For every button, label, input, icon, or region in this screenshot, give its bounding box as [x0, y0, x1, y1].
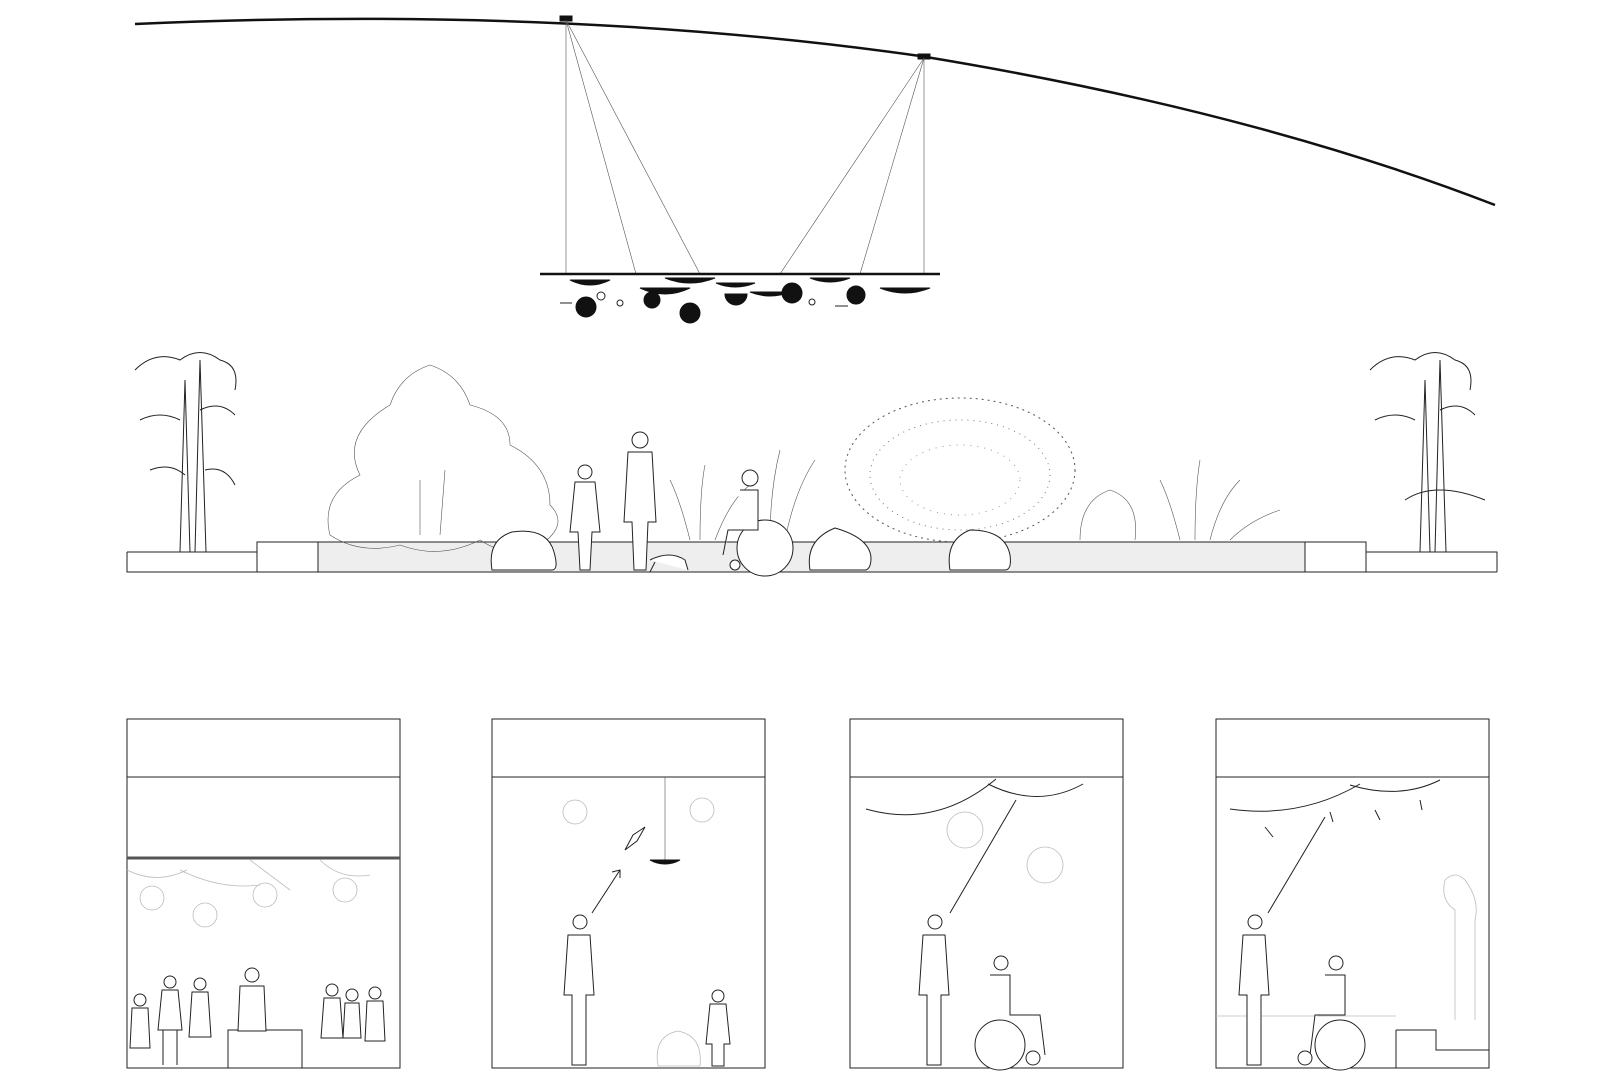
small-plants: [669, 449, 1281, 541]
tree-left: [134, 352, 237, 553]
suspension-cables: [565, 19, 925, 275]
tree-pine: [327, 364, 559, 552]
panel-2: [491, 718, 766, 1069]
panel-4: [1215, 718, 1490, 1071]
shrub-dotted: [844, 397, 1076, 543]
panel-3: [849, 718, 1124, 1071]
panel-1: [126, 718, 401, 1069]
hanging-mobile: [540, 272, 940, 324]
roof-curve: [134, 17, 1496, 207]
rocks: [490, 527, 1011, 571]
tree-right: [1369, 352, 1486, 553]
people-section: [569, 431, 794, 577]
